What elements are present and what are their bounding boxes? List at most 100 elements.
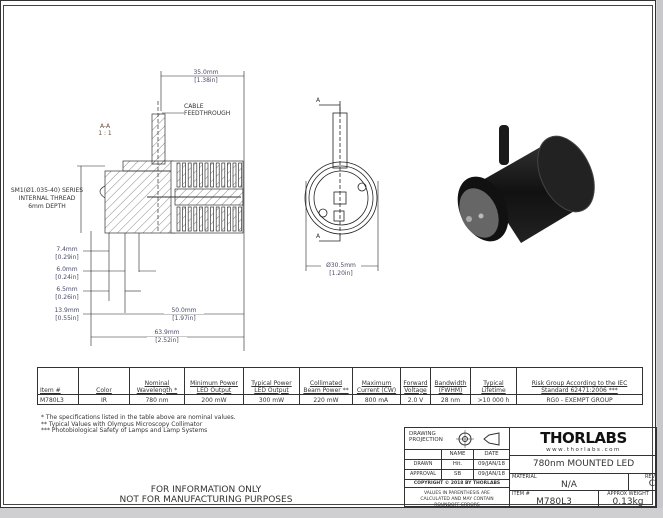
heatsink-fin: [193, 162, 198, 188]
header-color: Color: [78, 367, 130, 395]
viewer-background: [0, 508, 663, 518]
dim-35in: [1.38in]: [194, 77, 218, 84]
header-item: Item #: [37, 367, 79, 395]
cell-risk-group: RG0 - EXEMPT GROUP: [516, 394, 643, 405]
section-marker-top: A: [316, 97, 321, 104]
vertical-scrollbar[interactable]: [657, 0, 663, 518]
dim-7-4mm: 7.4mm: [56, 246, 78, 253]
heatsink-fin: [182, 206, 186, 232]
header-wavelength: Nominal Wavelength *: [129, 367, 185, 395]
heatsink-fin: [210, 162, 214, 188]
header-min-power: Minimum Power LED Output: [184, 367, 244, 395]
table-header-row: Item # Color Nominal Wavelength * Minimu…: [37, 367, 643, 395]
material-value: N/A: [561, 480, 577, 490]
header-lifetime: Typical Lifetime: [470, 367, 517, 395]
heatsink-fin: [210, 206, 214, 232]
heatsink-fin: [182, 162, 186, 188]
product-3d-render: [457, 125, 595, 243]
heatsink-fin: [215, 206, 220, 232]
rev-cell: REV C: [628, 473, 658, 491]
cell-max-current: 800 mA: [352, 394, 401, 405]
title-block: DRAWING PROJECTION NAME DATE DRAWN Hit. …: [404, 427, 658, 508]
dim-50in: [1.97in]: [164, 315, 204, 322]
cell-color: IR: [78, 394, 130, 405]
cell-voltage: 2.0 V: [400, 394, 431, 405]
note-3: *** Photobiological Safety of Lamps and …: [41, 427, 208, 434]
dim-6-0in: [0.24in]: [55, 274, 79, 281]
front-view: [304, 101, 378, 242]
item-value: M780L3: [536, 497, 572, 507]
thread-label-1: SM1(Ø1.035-40) SERIES: [10, 187, 84, 194]
header-max-current: Maximum Current (CW): [352, 367, 401, 395]
technical-drawing: [77, 71, 595, 351]
thread-label-3: 6mm DEPTH: [28, 203, 66, 210]
heatsink-fin: [238, 206, 242, 232]
heatsink-fin: [199, 162, 203, 188]
note-2: ** Typical Values with Olympus Microscop…: [41, 420, 203, 428]
drawing-frame: [3, 5, 653, 505]
heatsink-fin: [176, 162, 181, 188]
cell-typ-power: 300 mW: [243, 394, 300, 405]
thorlabs-logo: THORLABS www.thorlabs.com: [509, 427, 658, 456]
heatsink-fin: [238, 162, 242, 188]
drawing-title: 780nm MOUNTED LED: [509, 455, 658, 474]
section-scale: 1 : 1: [98, 130, 112, 137]
dimension-lines: [77, 71, 379, 351]
heatsink-fin: [232, 206, 237, 232]
dim-6-5mm: 6.5mm: [56, 286, 78, 293]
heatsink-fin: [227, 162, 231, 188]
thread-label-2: INTERNAL THREAD: [18, 195, 76, 202]
cell-wavelength: 780 nm: [129, 394, 185, 405]
rev-label: REV: [644, 474, 655, 480]
section-marker-bottom: A: [316, 233, 321, 240]
weight-cell: APPROX WEIGHT 0.13kg: [598, 490, 658, 508]
heatsink-fin: [215, 162, 220, 188]
table-row: M780L3 IR 780 nm 200 mW 300 mW 220 mW 80…: [37, 394, 643, 405]
website: www.thorlabs.com: [546, 447, 621, 453]
material-label: MATERIAL: [512, 474, 537, 480]
dim-35mm: 35.0mm: [193, 69, 219, 76]
notes: * The specifications listed in the table…: [41, 414, 236, 435]
dim-7-4in: [0.29in]: [55, 254, 79, 261]
cell-item: M780L3: [37, 394, 79, 405]
heatsink-fin: [204, 162, 209, 188]
item-label: ITEM #: [512, 491, 530, 497]
dim-13-9in: [0.55in]: [55, 315, 79, 322]
header-risk-group: Risk Group According to the IEC Standard…: [516, 367, 643, 395]
logo-text: THORLABS: [540, 429, 627, 447]
heatsink-fin: [221, 206, 226, 232]
cell-min-power: 200 mW: [184, 394, 244, 405]
heatsink-fin: [204, 206, 209, 232]
dim-6-0mm: 6.0mm: [56, 266, 78, 273]
heatsink-fin: [187, 162, 192, 188]
cell-lifetime: >10 000 h: [470, 394, 517, 405]
note-1: * The specifications listed in the table…: [41, 414, 236, 421]
dim-6-5in: [0.26in]: [55, 294, 79, 301]
projection-symbol-icon: [456, 430, 500, 448]
weight-label: APPROX WEIGHT: [607, 491, 649, 497]
rev-value: C: [648, 479, 655, 489]
cell-bandwidth: 28 nm: [430, 394, 471, 405]
dim-50mm: 50.0mm: [164, 307, 204, 314]
heatsink-fin: [193, 206, 198, 232]
drawing-page: A-A 1 : 1 CABLE FEEDTHROUGH SM1(Ø1.035-4…: [0, 0, 658, 508]
dim-63-9in: [2.52in]: [147, 337, 187, 344]
material-cell: MATERIAL N/A: [509, 473, 629, 491]
warning-line-2: NOT FOR MANUFACTURING PURPOSES: [119, 495, 293, 505]
spec-table: Item # Color Nominal Wavelength * Minimu…: [37, 367, 643, 405]
section-view: [99, 101, 244, 234]
header-typ-power: Typical Power LED Output: [243, 367, 300, 395]
heatsink-fin: [227, 206, 231, 232]
values-note: VALUES IN PARENTHESIS ARE CALCULATED AND…: [404, 487, 510, 508]
heatsink-fin: [176, 206, 181, 232]
dim-13-9mm: 13.9mm: [54, 307, 80, 314]
section-label: A-A: [99, 123, 111, 130]
heatsink-fin: [187, 206, 192, 232]
header-collimated: Collimated Beam Power **: [299, 367, 353, 395]
dim-63-9mm: 63.9mm: [147, 329, 187, 336]
weight-value: 0.13kg: [612, 497, 644, 507]
cell-collimated: 220 mW: [299, 394, 353, 405]
header-voltage: Forward Voltage: [400, 367, 431, 395]
cable-feedthrough-label: CABLE FEEDTHROUGH: [184, 103, 231, 117]
heatsink-fin: [221, 162, 226, 188]
